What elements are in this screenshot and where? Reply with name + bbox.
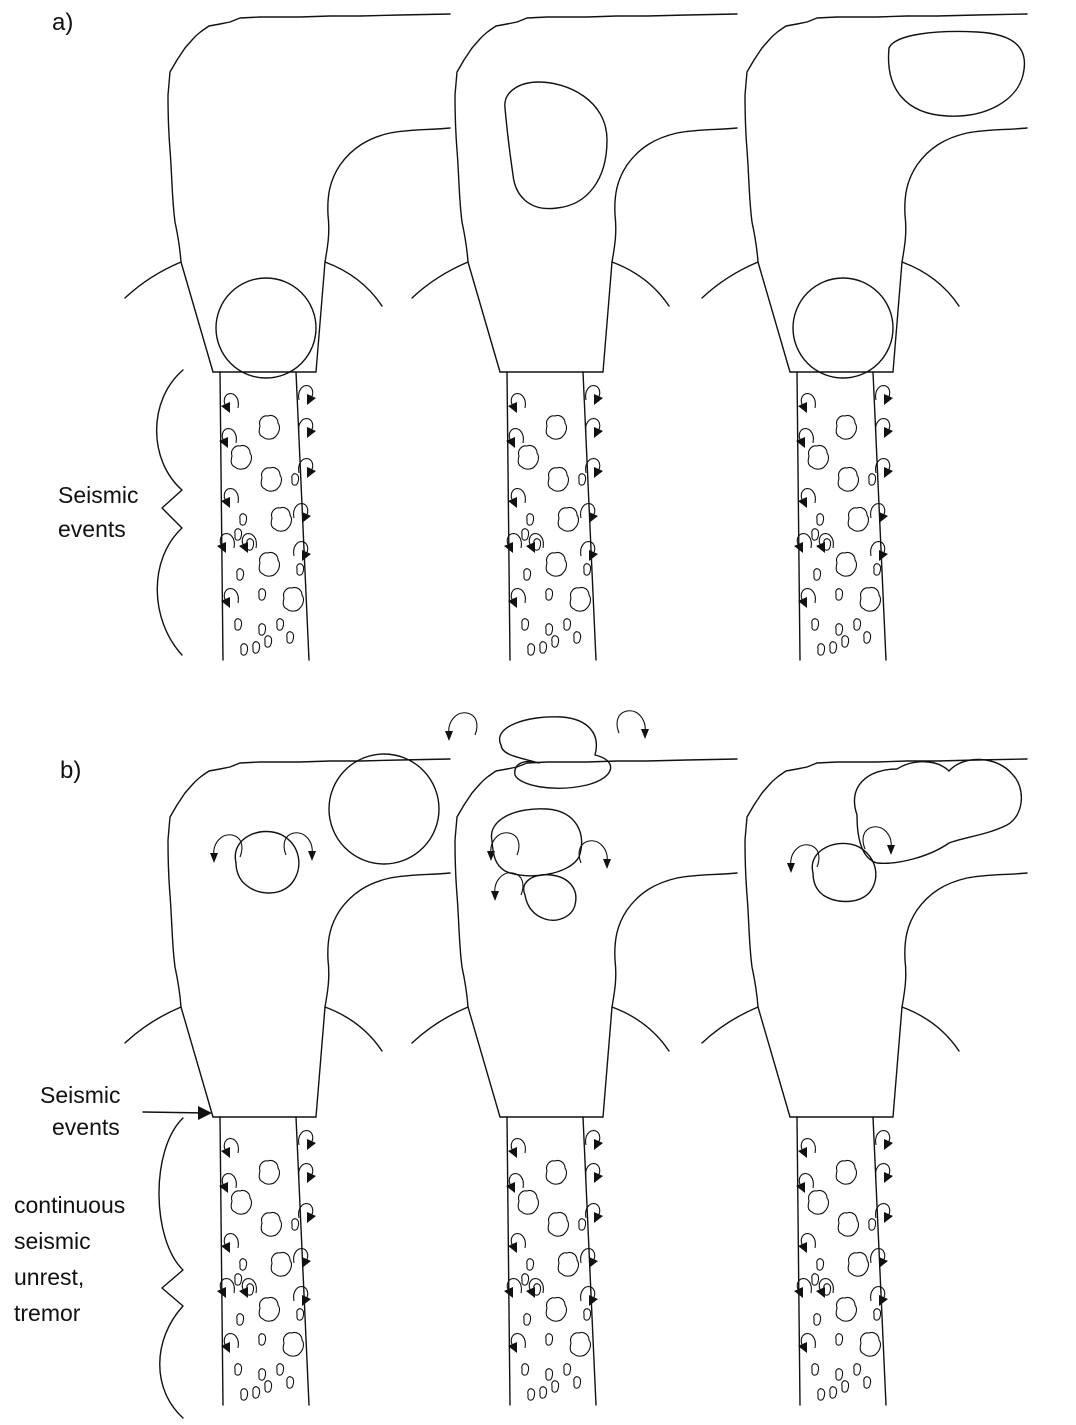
panel-b3 [702, 759, 1027, 1405]
b-seismic-label-2: events [52, 1114, 120, 1140]
a-seismic-label-1: Seismic [58, 482, 139, 508]
b-seismic-events-annotation: Seismic events [40, 1082, 212, 1140]
a-seismic-label-2: events [58, 516, 126, 542]
panel-b1 [125, 754, 450, 1405]
b-seismic-label-1: Seismic [40, 1082, 121, 1108]
panel-a3 [702, 14, 1027, 660]
a-seismic-events-brace: Seismic events [58, 370, 183, 655]
panel-label-a: a) [52, 9, 73, 36]
b-continuous-unrest-brace: continuous seismic unrest, tremor [14, 1118, 183, 1418]
b-unrest-label-4: tremor [14, 1300, 81, 1326]
b-unrest-label-1: continuous [14, 1192, 125, 1218]
panel-b2 [412, 711, 737, 1405]
b-unrest-label-3: unrest, [14, 1264, 84, 1290]
panel-a1 [125, 14, 450, 660]
b-unrest-label-2: seismic [14, 1228, 91, 1254]
panel-a2 [412, 14, 737, 660]
panel-label-b: b) [60, 757, 81, 784]
